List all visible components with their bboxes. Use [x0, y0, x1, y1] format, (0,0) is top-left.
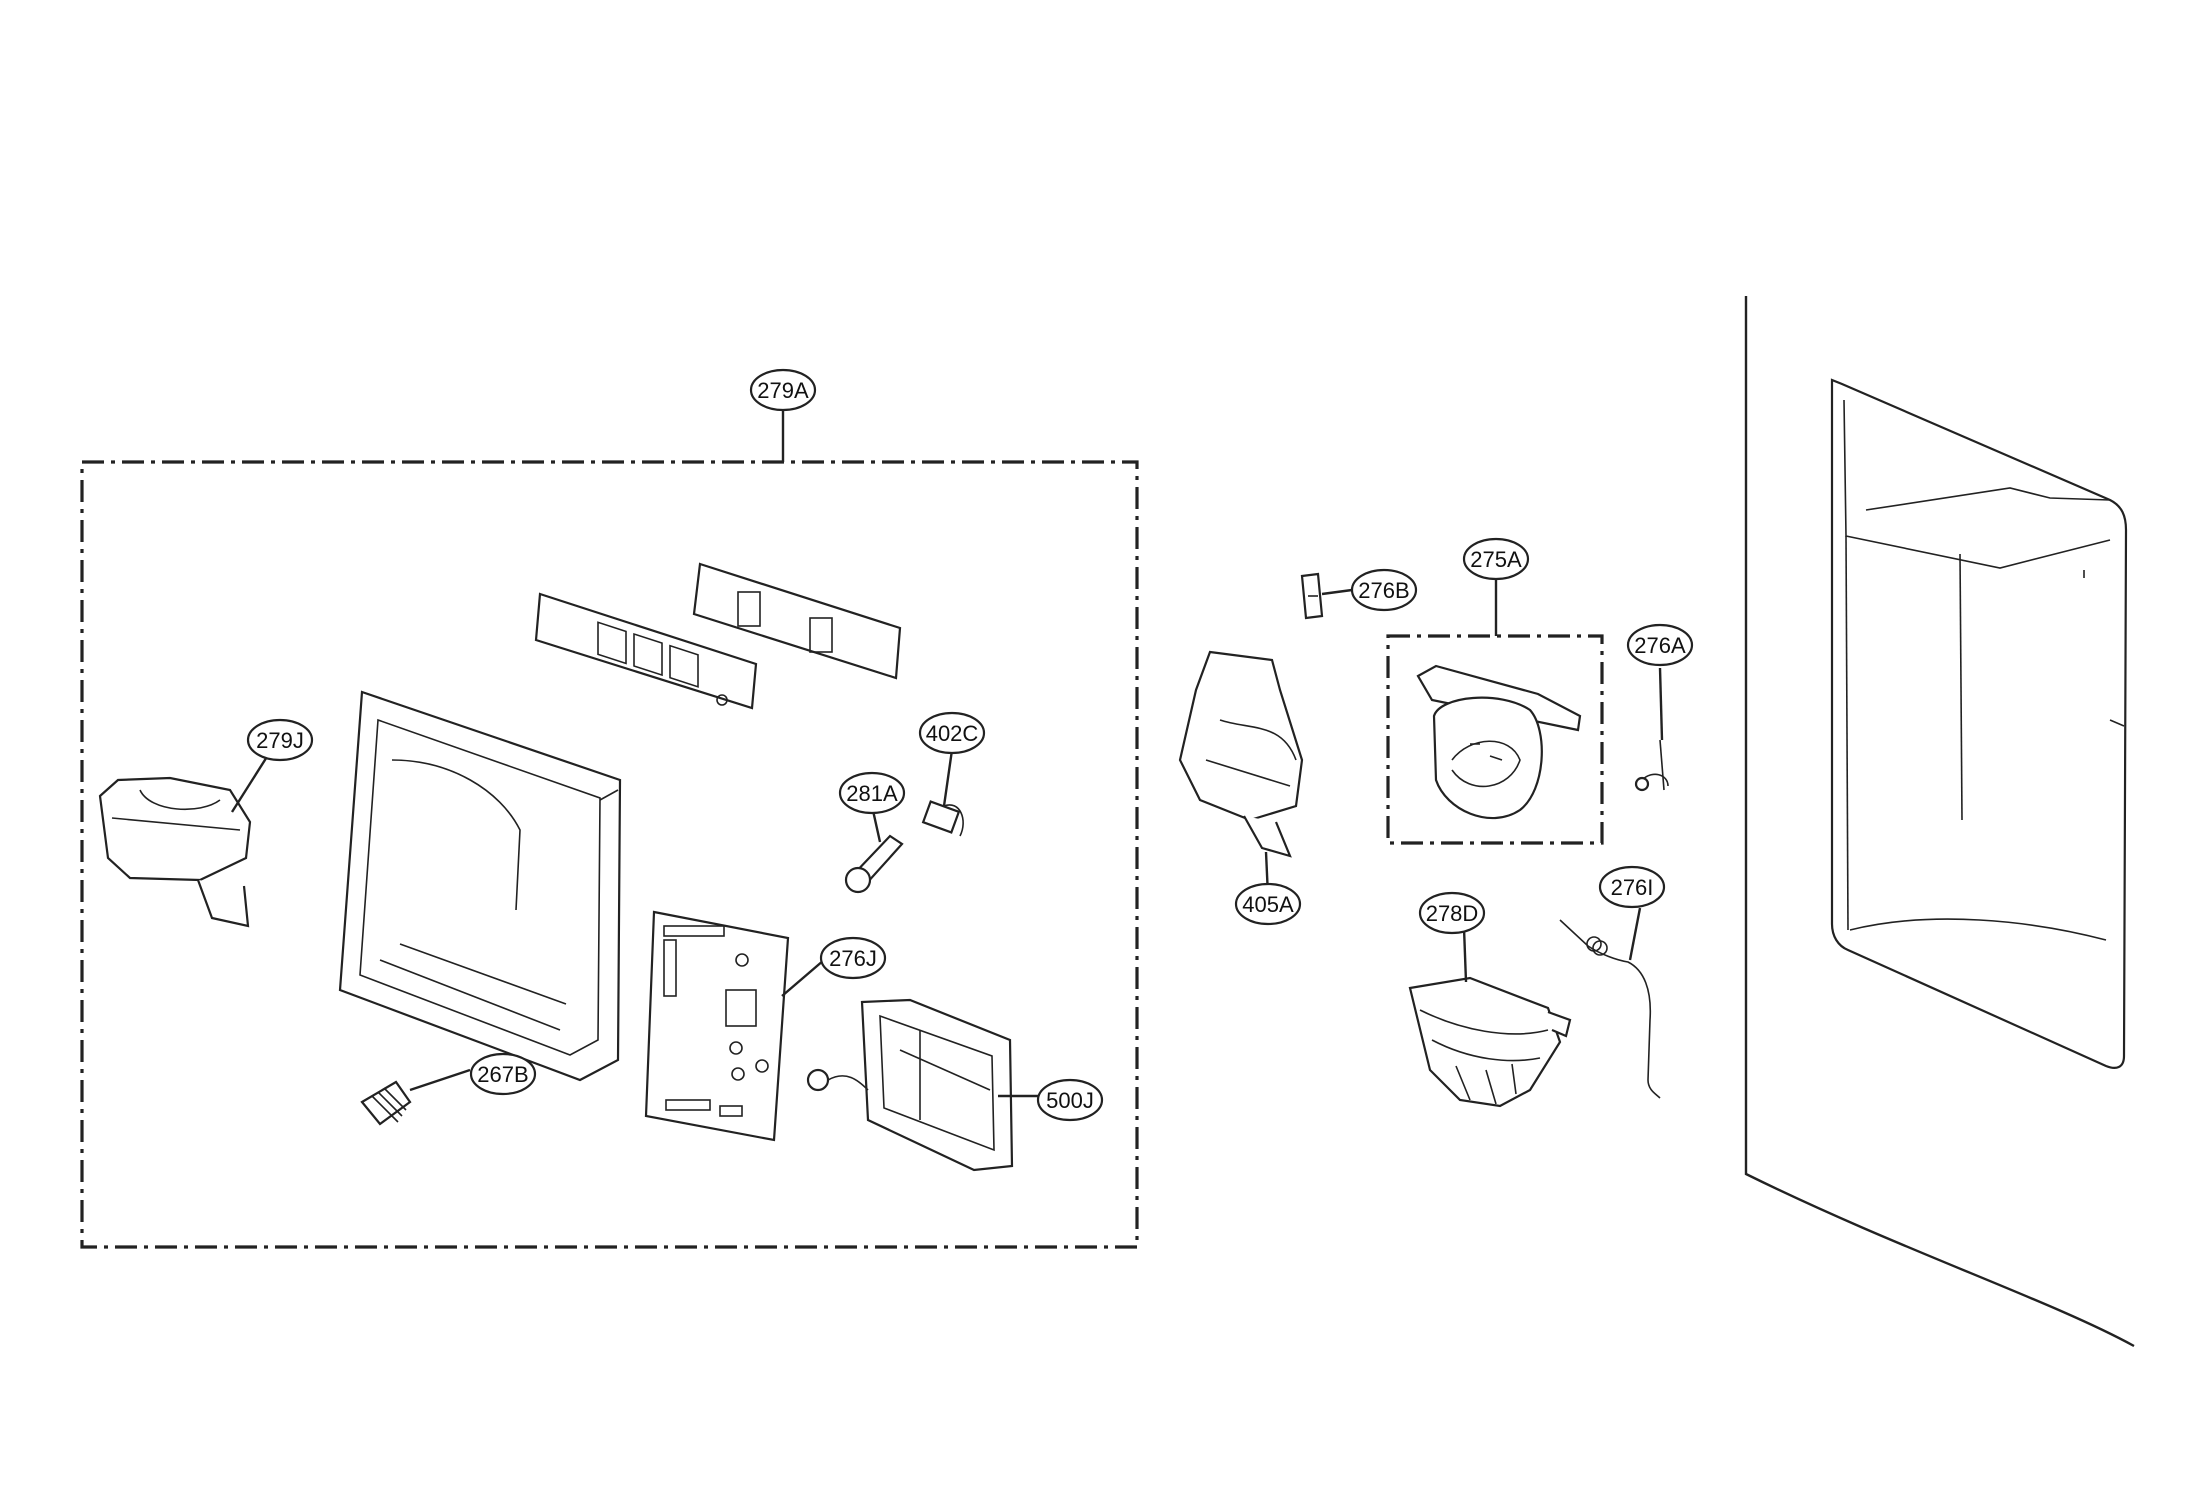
part-276J[interactable] — [644, 910, 790, 1142]
callout-276J-label: 276J — [829, 946, 877, 971]
dispenser-housing[interactable] — [338, 690, 622, 1082]
callout-402C-label: 402C — [926, 721, 979, 746]
part-500J[interactable] — [806, 998, 1014, 1172]
callout-279A-label: 279A — [757, 378, 809, 403]
callout-267B-label: 267B — [477, 1062, 528, 1087]
part-267B[interactable] — [360, 1080, 412, 1126]
callout-281A-label: 281A — [846, 781, 898, 806]
part-276B[interactable] — [1300, 572, 1324, 620]
callout-279A[interactable]: 279A — [749, 368, 817, 412]
leader-402C — [942, 749, 954, 807]
leader-278D — [1462, 927, 1468, 983]
control-panel-front[interactable] — [534, 592, 758, 710]
part-402C[interactable] — [921, 800, 964, 837]
leader-267B — [409, 1068, 471, 1092]
callout-279J[interactable]: 279J — [246, 718, 314, 762]
callout-278D-label: 278D — [1426, 901, 1479, 926]
part-276A[interactable] — [1634, 739, 1669, 792]
control-panel-rear[interactable] — [692, 562, 902, 680]
callout-275A[interactable]: 275A — [1462, 537, 1530, 581]
part-276I[interactable] — [1559, 919, 1661, 1099]
part-278D[interactable] — [1408, 976, 1572, 1108]
refrigerator-door — [1744, 296, 2135, 1348]
assembly-275A-boundary — [1386, 634, 1604, 845]
callout-267B[interactable]: 267B — [469, 1052, 537, 1096]
part-405A[interactable] — [1178, 650, 1304, 858]
leader-276B — [1321, 588, 1353, 596]
callout-500J-label: 500J — [1046, 1088, 1094, 1113]
leader-276I — [1628, 907, 1642, 961]
callout-276B-label: 276B — [1358, 578, 1409, 603]
callout-279J-label: 279J — [256, 728, 304, 753]
callout-276I[interactable]: 276I — [1598, 865, 1666, 909]
part-279J[interactable] — [98, 776, 252, 928]
callout-276I-label: 276I — [1611, 875, 1654, 900]
part-281A[interactable] — [844, 834, 904, 894]
callout-278D[interactable]: 278D — [1418, 891, 1486, 935]
callout-405A[interactable]: 405A — [1234, 882, 1302, 926]
callout-276A-label: 276A — [1634, 633, 1686, 658]
callout-276B[interactable]: 276B — [1350, 568, 1418, 612]
callout-405A-label: 405A — [1242, 892, 1294, 917]
callout-402C[interactable]: 402C — [918, 711, 986, 755]
leader-276J — [781, 959, 825, 997]
callout-276J[interactable]: 276J — [819, 936, 887, 980]
part-275A[interactable] — [1416, 664, 1582, 820]
leader-279J — [230, 751, 272, 813]
callout-500J[interactable]: 500J — [1036, 1078, 1104, 1122]
leader-276A — [1658, 667, 1664, 741]
callout-276A[interactable]: 276A — [1626, 623, 1694, 667]
assembly-279A-boundary — [80, 460, 1139, 1249]
callout-281A[interactable]: 281A — [838, 771, 906, 815]
callout-275A-label: 275A — [1470, 547, 1522, 572]
